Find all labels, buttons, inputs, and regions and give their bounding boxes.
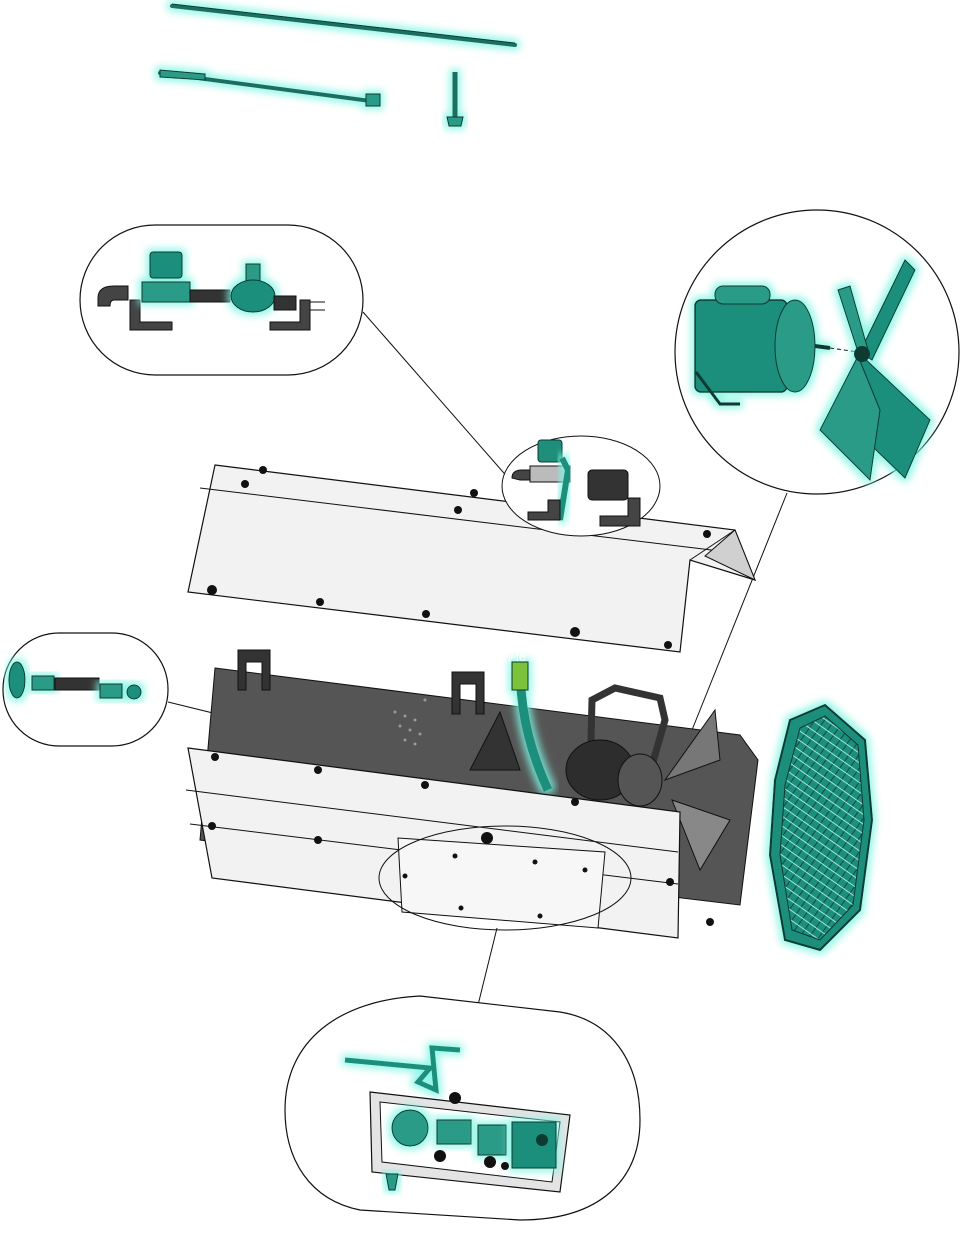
control-board-part[interactable]	[511, 1121, 557, 1169]
orifice-disk-part[interactable]	[8, 661, 26, 699]
igniter-plug-part[interactable]	[385, 1173, 399, 1191]
thermocouple-rod-part[interactable]	[158, 69, 381, 107]
top-cover	[187, 435, 757, 653]
flex-hose-part[interactable]	[511, 661, 553, 792]
front-grille-part[interactable]	[768, 703, 874, 952]
igniter-pin-part[interactable]	[446, 72, 464, 127]
fan-blade-part[interactable]	[819, 259, 931, 482]
control-box-callout	[284, 927, 641, 1221]
pressure-switch-part[interactable]	[391, 1109, 429, 1147]
terminal-block-part[interactable]	[436, 1119, 472, 1145]
burner-nozzle-part[interactable]	[31, 675, 55, 691]
motor-fan-callout	[674, 209, 960, 736]
regulator-part[interactable]	[230, 263, 276, 313]
main-housing	[185, 649, 759, 939]
relay-part[interactable]	[477, 1124, 507, 1156]
fan-motor-part[interactable]	[694, 285, 831, 406]
long-rod-part[interactable]	[170, 3, 517, 47]
gas-valve-callout	[79, 224, 511, 481]
ignition-wire-part[interactable]	[344, 1045, 461, 1095]
burner-callout	[2, 632, 500, 789]
burner-fitting-part[interactable]	[99, 683, 142, 700]
